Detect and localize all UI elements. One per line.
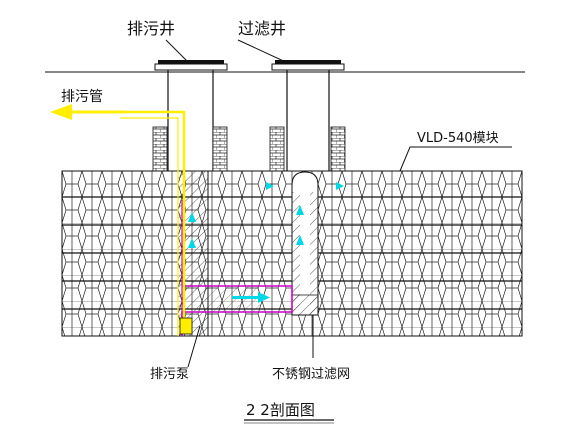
flow-arrow: [258, 292, 270, 303]
filter-well-label: 过滤井: [238, 19, 286, 38]
sewage-well-label: 排污井: [127, 19, 175, 38]
brick-wall-left: [269, 126, 285, 172]
brick-wall-left: [152, 126, 168, 172]
flow-arrow: [266, 182, 274, 190]
flow-arrows: [188, 182, 344, 303]
sewage-pump-pipe: [120, 110, 193, 336]
flow-arrow: [296, 205, 304, 215]
flow-arrow: [188, 212, 196, 222]
flow-arrow: [296, 235, 304, 245]
leader-lines: [165, 39, 512, 368]
sewage-pipe-label: 排污管: [61, 89, 103, 105]
sewage-well: [152, 60, 228, 337]
flow-arrow: [336, 182, 344, 190]
filter-well: [269, 60, 346, 316]
section-title: 2 2剖面图: [246, 401, 315, 419]
sewage-pump-label: 排污泵: [150, 367, 189, 382]
sewage-pump-body: [179, 317, 193, 335]
module-label: VLD-540模块: [417, 131, 499, 146]
flow-arrow-shaft: [232, 296, 260, 299]
outflow-arrow: [50, 104, 125, 120]
brick-wall-right: [330, 126, 346, 172]
filter-mesh-label: 不锈钢过滤网: [272, 367, 350, 382]
brick-wall-right: [212, 126, 228, 172]
flow-arrow: [188, 238, 196, 248]
